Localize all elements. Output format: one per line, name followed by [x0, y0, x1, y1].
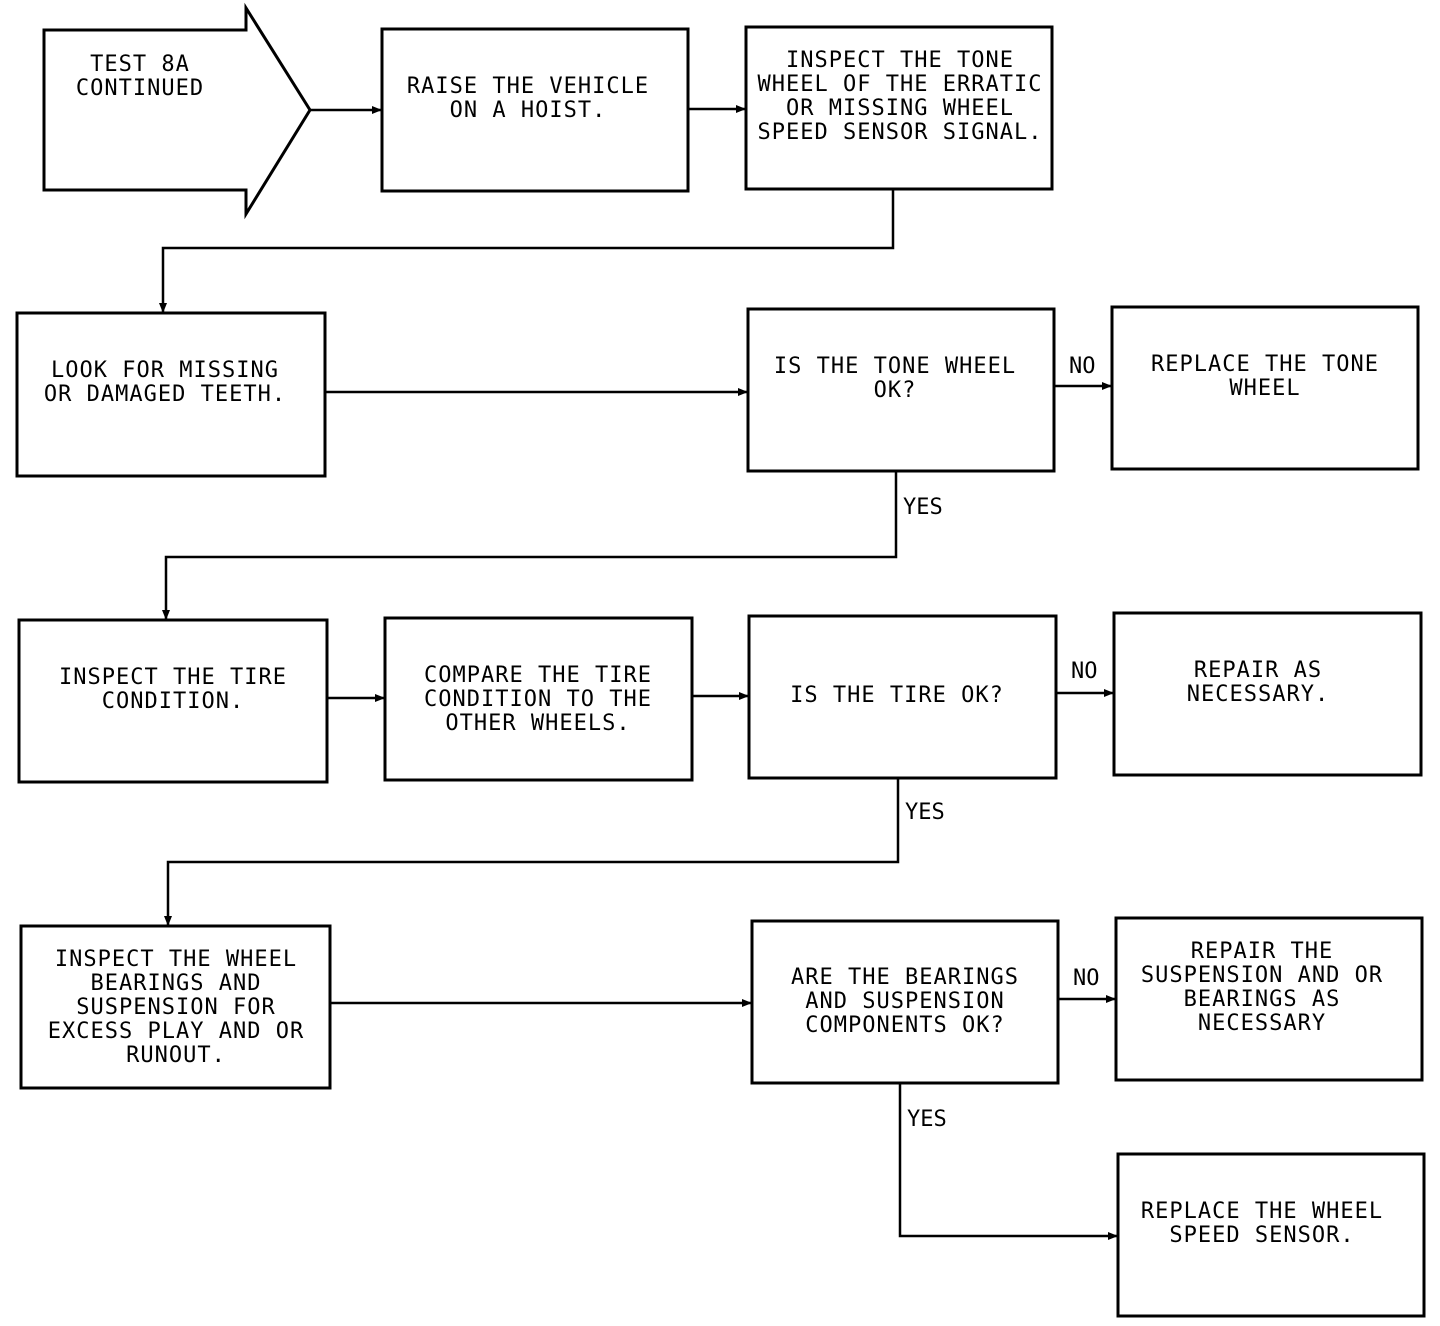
compare-tire-box — [383, 616, 694, 782]
label-no-bearings: NO — [1073, 966, 1100, 991]
tire-question-line-1: IS THE TIRE OK? — [790, 683, 1004, 708]
raise-vehicle-line-2: ON A HOIST. — [450, 98, 607, 123]
label-yes-tone: YES — [903, 495, 943, 520]
tone-wheel-question-line-1: IS THE TONE WHEEL — [774, 354, 1016, 379]
bearings-question-line-2: AND SUSPENSION — [805, 989, 1004, 1014]
inspect-tone-wheel-line-2: WHEEL OF THE ERRATIC — [758, 72, 1043, 97]
raise-vehicle-box — [380, 27, 690, 193]
repair-tire-line-2: NECESSARY. — [1187, 682, 1329, 707]
compare-tire-line-2: CONDITION TO THE — [424, 687, 652, 712]
arrow-tire-yes — [164, 778, 900, 926]
repair-suspension-line-4: NECESSARY — [1198, 1011, 1326, 1036]
label-no-tire: NO — [1071, 659, 1098, 684]
tire-question-text: IS THE TIRE OK? — [790, 683, 1004, 708]
inspect-bearings-line-4: EXCESS PLAY AND OR — [48, 1019, 304, 1044]
look-teeth-line-2: OR DAMAGED TEETH. — [44, 382, 286, 407]
arrow-bearings-yes — [898, 1083, 1118, 1240]
replace-sensor-box — [1116, 1152, 1426, 1318]
repair-suspension-line-2: SUSPENSION AND OR — [1141, 963, 1383, 988]
repair-tire-line-1: REPAIR AS — [1194, 658, 1322, 683]
replace-tone-wheel-line-1: REPLACE THE TONE — [1151, 352, 1379, 377]
inspect-bearings-line-1: INSPECT THE WHEEL — [55, 947, 297, 972]
inspect-tone-wheel-box — [744, 25, 1054, 191]
repair-suspension-line-3: BEARINGS AS — [1184, 987, 1341, 1012]
tone-wheel-question-box — [746, 307, 1056, 473]
inspect-bearings-line-3: SUSPENSION FOR — [76, 995, 275, 1020]
bearings-question-line-3: COMPONENTS OK? — [805, 1013, 1004, 1038]
raise-vehicle-line-1: RAISE THE VEHICLE — [407, 74, 649, 99]
start-arrow-shape — [42, 2, 312, 220]
inspect-bearings-box — [19, 924, 332, 1090]
inspect-bearings-line-2: BEARINGS AND — [91, 971, 262, 996]
inspect-tone-wheel-line-1: INSPECT THE TONE — [786, 48, 1014, 73]
repair-suspension-box — [1114, 916, 1424, 1082]
start-node-line-2: CONTINUED — [76, 76, 204, 101]
inspect-tone-wheel-line-3: OR MISSING WHEEL — [786, 96, 1014, 121]
inspect-tire-box — [17, 618, 329, 784]
look-teeth-box — [15, 311, 327, 478]
compare-tire-line-3: OTHER WHEELS. — [445, 711, 630, 736]
look-teeth-line-1: LOOK FOR MISSING — [51, 358, 279, 383]
inspect-tone-wheel-line-4: SPEED SENSOR SIGNAL. — [758, 120, 1043, 145]
tire-question-box — [747, 614, 1058, 780]
bearings-question-line-1: ARE THE BEARINGS — [791, 965, 1019, 990]
replace-tone-wheel-line-2: WHEEL — [1229, 376, 1300, 401]
tone-wheel-question-line-2: OK? — [874, 378, 917, 403]
arrow-inspect-to-look — [159, 189, 895, 313]
replace-tone-wheel-box — [1110, 305, 1420, 471]
arrow-tone-yes — [162, 471, 898, 620]
inspect-tire-line-2: CONDITION. — [102, 689, 244, 714]
replace-sensor-line-2: SPEED SENSOR. — [1169, 1223, 1354, 1248]
label-yes-bearings: YES — [907, 1107, 947, 1132]
label-yes-tire: YES — [905, 800, 945, 825]
start-node-line-1: TEST 8A — [90, 52, 190, 77]
inspect-bearings-line-5: RUNOUT. — [126, 1043, 226, 1068]
repair-suspension-line-1: REPAIR THE — [1191, 939, 1333, 964]
bearings-question-box — [750, 919, 1060, 1085]
inspect-tire-line-1: INSPECT THE TIRE — [59, 665, 287, 690]
repair-tire-box — [1112, 611, 1423, 777]
compare-tire-line-1: COMPARE THE TIRE — [424, 663, 652, 688]
label-no-tone: NO — [1069, 354, 1096, 379]
replace-sensor-line-1: REPLACE THE WHEEL — [1141, 1199, 1383, 1224]
